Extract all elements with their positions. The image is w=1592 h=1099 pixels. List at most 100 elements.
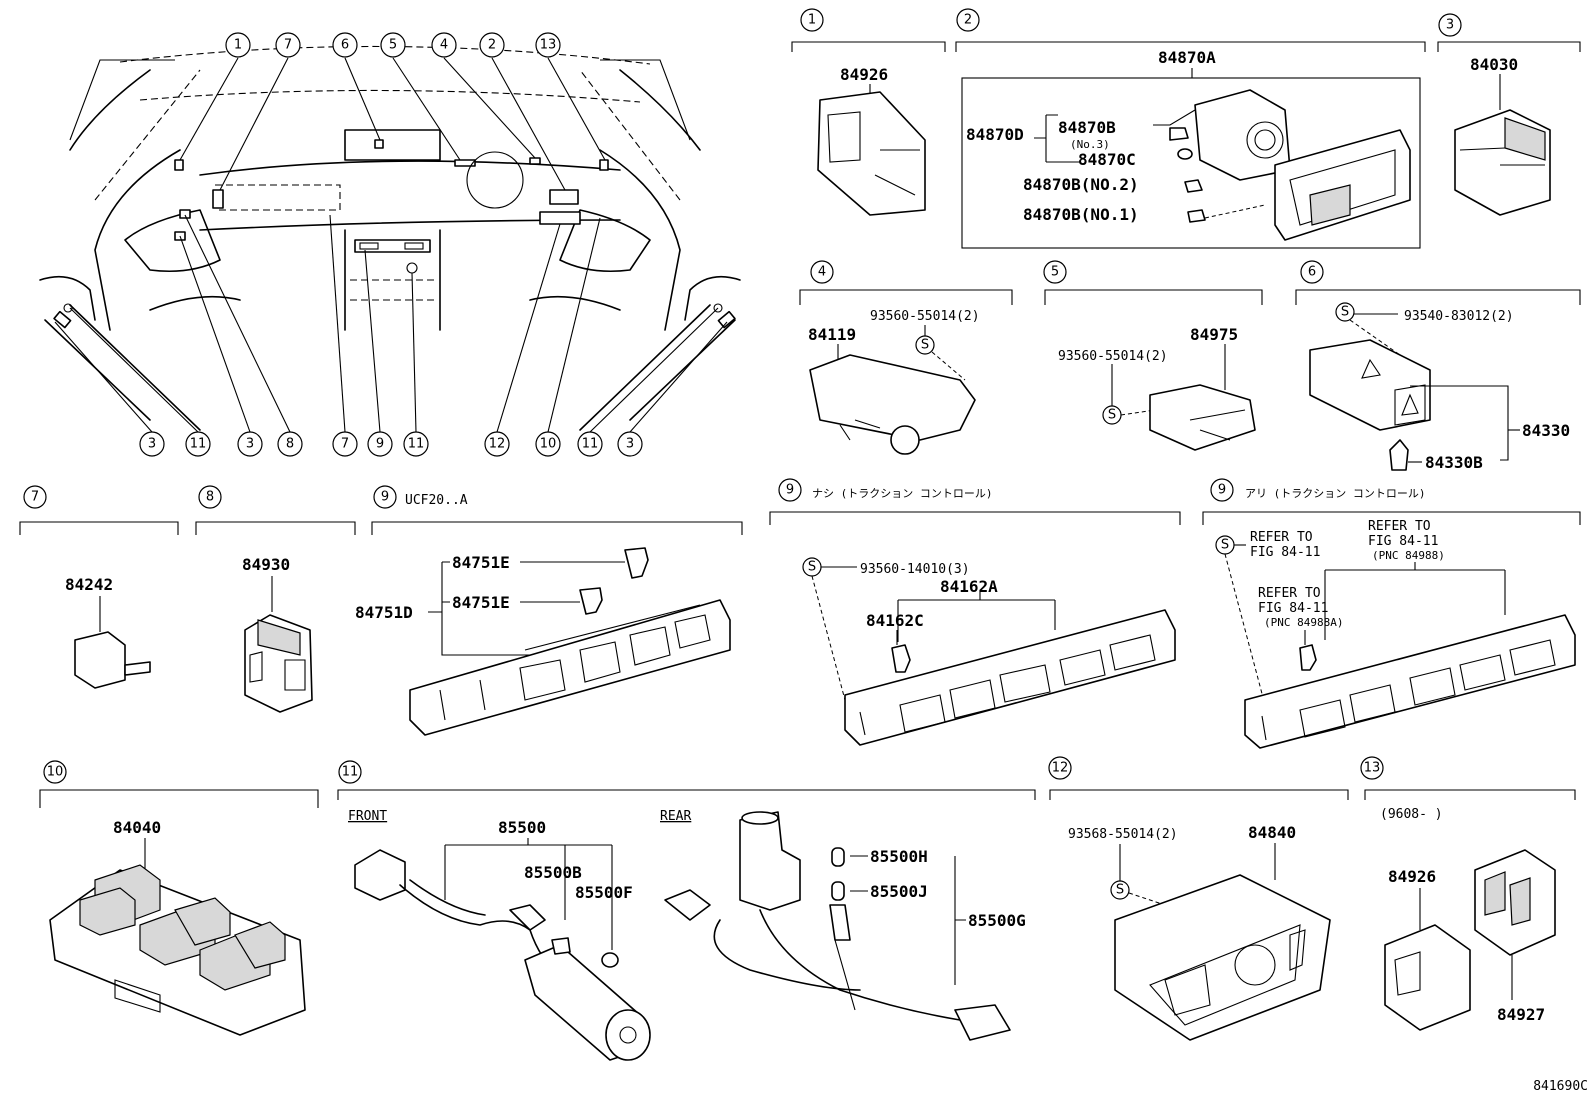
section-11: 11 FRONT REAR 85500 85500B 85500F 85500H… [337,760,1036,1061]
section-9-ucf20: 9 UCF20..A 84751E 84751E 84751D [355,485,743,736]
svg-text:85500: 85500 [498,818,546,837]
svg-text:1: 1 [234,38,242,53]
section-9-without-traction: 9 ナシ (トラクション コントロール) S 93560-14010(3) 84… [769,478,1181,746]
svg-text:FRONT: FRONT [348,809,387,824]
svg-text:9: 9 [381,490,389,505]
svg-text:8: 8 [206,490,214,505]
section-9-with-traction: 9 アリ (トラクション コントロール) S REFER TO FIG 84-1… [1202,478,1581,749]
svg-text:REAR: REAR [660,809,691,824]
callout-12: 12 [484,431,510,457]
svg-text:84870B(NO.1): 84870B(NO.1) [1023,205,1139,224]
svg-text:9: 9 [786,483,794,498]
svg-text:84975: 84975 [1190,325,1238,344]
svg-text:3: 3 [148,437,156,452]
svg-text:11: 11 [582,437,599,452]
svg-text:3: 3 [1446,18,1454,33]
svg-text:93560-55014(2): 93560-55014(2) [870,309,980,324]
svg-text:FIG 84-11: FIG 84-11 [1368,534,1438,549]
svg-text:4: 4 [818,265,826,280]
section-1: 1 84926 [791,8,946,216]
svg-text:85500G: 85500G [968,911,1026,930]
callout-7: 7 [275,32,301,58]
callout-5: 5 [380,32,406,58]
svg-text:S: S [1221,538,1229,553]
svg-text:12: 12 [1052,761,1069,776]
section-8: 8 84930 [195,485,356,713]
svg-text:3: 3 [246,437,254,452]
svg-text:5: 5 [1051,265,1059,280]
section-6: 6 S 93540-83012(2) 84330 84330B [1295,260,1581,472]
svg-text:93560-55014(2): 93560-55014(2) [1058,349,1168,364]
callout-11: 11 [185,431,211,457]
svg-text:6: 6 [341,38,349,53]
callout-11: 11 [403,431,429,457]
svg-text:84870B: 84870B [1058,118,1116,137]
section-13: 13 (9608- ) 84926 84927 [1360,756,1576,1031]
svg-text:S: S [808,560,816,575]
callout-13: 13 [535,32,561,58]
svg-text:6: 6 [1308,265,1316,280]
svg-text:84162C: 84162C [866,611,924,630]
section-5: 5 84975 93560-55014(2) S [1043,260,1263,451]
svg-text:5: 5 [389,38,397,53]
svg-text:84330: 84330 [1522,421,1570,440]
svg-text:7: 7 [31,490,39,505]
svg-text:FIG 84-11: FIG 84-11 [1250,545,1320,560]
svg-text:12: 12 [489,437,506,452]
svg-text:S: S [1108,408,1116,423]
svg-text:REFER TO: REFER TO [1258,586,1321,601]
svg-text:S: S [921,338,929,353]
svg-text:10: 10 [540,437,557,452]
svg-text:アリ (トラクション コントロール): アリ (トラクション コントロール) [1245,487,1426,500]
svg-text:FIG 84-11: FIG 84-11 [1258,601,1328,616]
svg-text:11: 11 [190,437,207,452]
callout-3: 3 [237,431,263,457]
callout-8: 8 [277,431,303,457]
callout-3: 3 [139,431,165,457]
callout-11: 11 [577,431,603,457]
callout-10: 10 [535,431,561,457]
svg-text:85500B: 85500B [524,863,582,882]
svg-text:84162A: 84162A [940,577,998,596]
svg-text:(PNC 84988A): (PNC 84988A) [1264,616,1343,629]
svg-text:4: 4 [440,38,448,53]
svg-text:9: 9 [376,437,384,452]
svg-text:84926: 84926 [840,65,888,84]
svg-text:UCF20..A: UCF20..A [405,493,468,508]
svg-text:(PNC 84988): (PNC 84988) [1372,549,1445,562]
svg-text:85500J: 85500J [870,882,928,901]
svg-text:93568-55014(2): 93568-55014(2) [1068,827,1178,842]
svg-text:3: 3 [626,437,634,452]
svg-text:84926: 84926 [1388,867,1436,886]
svg-text:84242: 84242 [65,575,113,594]
overview-illustration [39,45,741,433]
svg-text:84751E: 84751E [452,553,510,572]
svg-text:84119: 84119 [808,325,856,344]
svg-text:1: 1 [808,13,816,28]
svg-text:S: S [1341,305,1349,320]
section-7: 7 84242 [19,485,179,689]
svg-text:93540-83012(2): 93540-83012(2) [1404,309,1514,324]
section-2: 2 84870A 84870D 84870B (No.3) 84870C 848… [955,8,1426,249]
svg-text:84870D: 84870D [966,125,1024,144]
svg-text:84751D: 84751D [355,603,413,622]
section-12: 12 93568-55014(2) 84840 S [1048,756,1349,1041]
callout-6: 6 [332,32,358,58]
svg-text:(No.3): (No.3) [1070,138,1110,151]
svg-text:7: 7 [284,38,292,53]
svg-text:2: 2 [964,13,972,28]
figure-code: 841690C [1533,1079,1588,1094]
svg-text:85500F: 85500F [575,883,633,902]
callout-3: 3 [617,431,643,457]
svg-text:84870A: 84870A [1158,48,1216,67]
section-10: 10 84040 [39,760,319,1036]
svg-text:7: 7 [341,437,349,452]
svg-text:84030: 84030 [1470,55,1518,74]
svg-text:84751E: 84751E [452,593,510,612]
svg-text:2: 2 [488,38,496,53]
svg-text:93560-14010(3): 93560-14010(3) [860,562,970,577]
svg-text:84330B: 84330B [1425,453,1483,472]
overview-callouts-top: 1 7 6 5 4 2 13 [225,32,561,58]
callout-1: 1 [225,32,251,58]
svg-text:85500H: 85500H [870,847,928,866]
